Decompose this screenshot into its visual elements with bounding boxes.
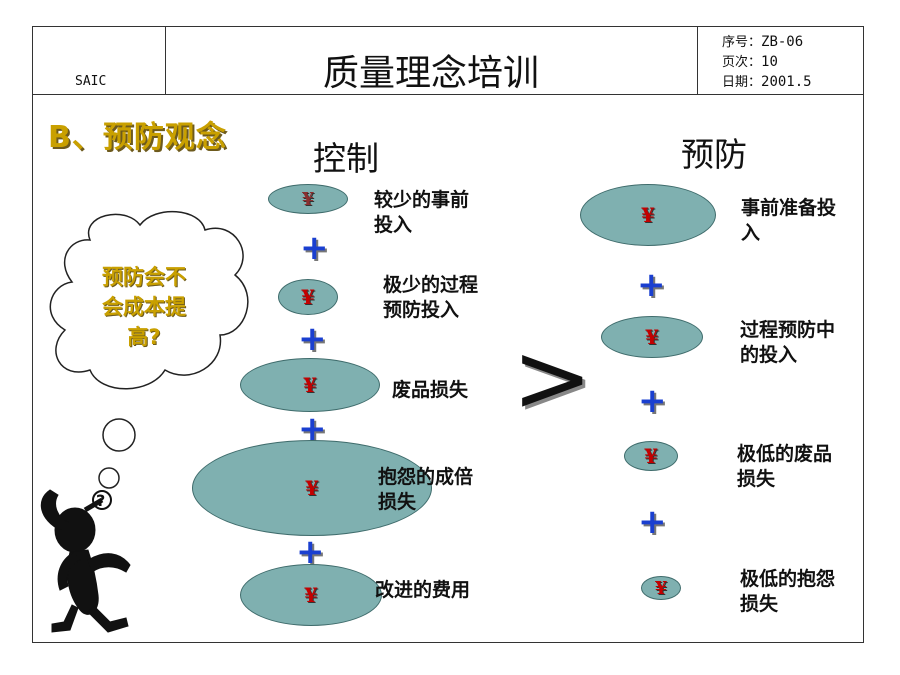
question-mark-icon: ? [96,491,105,510]
plus-icon: + [300,228,329,268]
control-item-line: 较少的事前 [374,189,470,211]
prevention-item-line: 极低的抱怨 [740,568,836,590]
control-item-label: 废品损失 [392,378,468,403]
page-title: 质量理念培训 [322,53,539,94]
control-cost-ellipse: ¥ [278,279,338,315]
prevention-item-label: 极低的废品 损失 [737,442,832,492]
control-item-line: 废品损失 [392,379,469,401]
yen-icon: ¥ [301,285,315,309]
thought-bubble-small [98,467,120,489]
control-item-label: 较少的事前 投入 [374,188,469,238]
thought-line: 会成本提 [102,295,186,319]
thought-line: 预防会不 [102,265,186,289]
yen-icon: ¥ [305,476,319,500]
control-item-label: 极少的过程 预防投入 [383,273,478,323]
prevention-item-line: 损失 [737,468,776,490]
company-name: SAIC [75,74,107,89]
plus-icon: + [637,265,666,305]
thinking-man-illustration: ? [40,211,249,633]
control-item-label: 改进的费用 [375,578,470,603]
control-cost-ellipse: ¥ [268,184,348,214]
prevention-item-label: 事前准备投 入 [741,196,836,246]
prevention-cost-ellipse: ¥ [580,184,716,246]
control-item-label: 抱怨的成倍 损失 [378,465,473,515]
meta-page: 页次：10 [722,52,778,73]
yen-icon: ¥ [301,188,315,210]
control-item-line: 投入 [374,214,413,236]
thought-bubble-text: 预防会不 会成本提 高? [86,262,202,352]
yen-icon: ¥ [304,583,318,607]
control-cost-ellipse: ¥ [240,358,380,412]
yen-icon: ¥ [644,444,658,468]
meta-date-value: 2001.5 [761,74,812,90]
meta-serial: 序号：ZB-06 [722,32,803,53]
meta-date-key: 日期： [722,75,762,90]
prevention-cost-ellipse: ¥ [641,576,681,600]
thinking-man-icon [40,489,131,633]
prevention-item-line: 损失 [740,593,779,615]
thought-cloud-icon [49,211,249,390]
control-cost-ellipse: ¥ [192,440,432,536]
meta-serial-key: 序号： [722,35,762,50]
prevention-item-line: 入 [741,222,761,244]
control-cost-ellipse: ¥ [240,564,382,626]
prevention-cost-ellipse: ¥ [601,316,703,358]
control-item-line: 极少的过程 [383,274,479,296]
slide-frame [32,26,864,643]
prevention-heading: 预防 [681,135,747,174]
prevention-item-line: 极低的废品 [737,443,833,465]
section-title: B、预防观念 [48,120,227,155]
meta-serial-value: ZB-06 [761,34,804,50]
prevention-item-label: 过程预防中 的投入 [740,318,835,368]
control-item-line: 损失 [378,491,417,513]
yen-icon: ¥ [654,577,668,599]
meta-date: 日期：2001.5 [722,72,812,93]
plus-icon: + [638,381,667,421]
meta-page-value: 10 [761,54,778,70]
yen-icon: ¥ [641,203,655,227]
header-divider [32,94,864,95]
plus-icon: + [298,319,327,359]
meta-page-key: 页次： [722,55,762,70]
control-heading: 控制 [313,139,379,178]
control-item-line: 改进的费用 [375,579,471,601]
header-divider-right [697,26,698,95]
thought-bubble-large [102,418,136,452]
control-item-line: 抱怨的成倍 [378,466,474,488]
prevention-item-line: 过程预防中 [740,319,836,341]
yen-icon: ¥ [303,373,317,397]
header-divider-left [165,26,166,95]
thought-line: 高? [127,325,161,349]
prevention-cost-ellipse: ¥ [624,441,678,471]
plus-icon: + [638,502,667,542]
yen-icon: ¥ [645,325,659,349]
prevention-item-line: 事前准备投 [741,197,837,219]
prevention-item-line: 的投入 [740,344,798,366]
greater-than-symbol: > [512,322,593,434]
control-item-line: 预防投入 [383,299,460,321]
prevention-item-label: 极低的抱怨 损失 [740,567,835,617]
